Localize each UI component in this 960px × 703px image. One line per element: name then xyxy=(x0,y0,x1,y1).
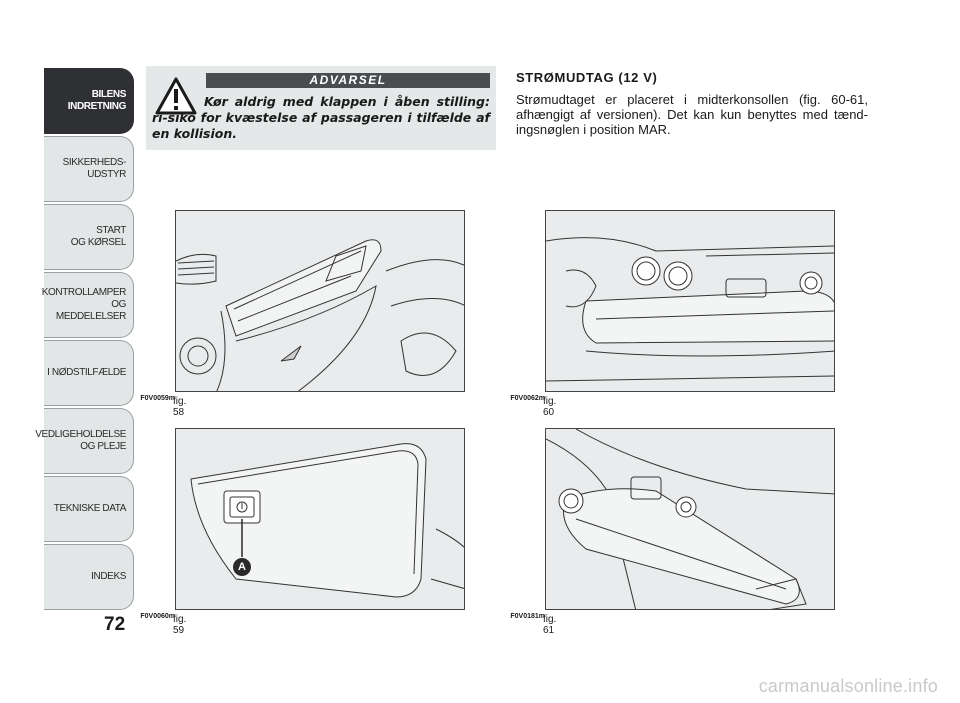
warning-title: ADVARSEL xyxy=(206,73,490,88)
tab-label: VEDLIGEHOLDELSE OG PLEJE xyxy=(35,429,126,452)
tab-label: BILENS INDRETNING xyxy=(67,89,127,112)
callout-a-label: A xyxy=(238,561,246,573)
tab-label: I NØDSTILFÆLDE xyxy=(47,367,126,378)
tab-nodstilfaelde[interactable]: I NØDSTILFÆLDE xyxy=(44,340,134,406)
figure-60-image xyxy=(545,210,835,392)
tab-label: KONTROLLAMPER OG MEDDELELSER xyxy=(41,287,127,322)
watermark: carmanualsonline.info xyxy=(758,676,938,696)
tab-vedligeholdelse[interactable]: VEDLIGEHOLDELSE OG PLEJE xyxy=(35,408,134,474)
warning-text: Kør aldrig med klappen i åben stilling: … xyxy=(152,94,490,142)
tab-label: START OG KØRSEL xyxy=(70,225,127,248)
figure-61-image xyxy=(545,428,835,610)
figure-61-code: F0V0181m xyxy=(510,613,545,620)
warning-text-content: Kør aldrig med klappen i åben stilling: … xyxy=(152,94,490,141)
figure-61-label: fig. 61 xyxy=(543,614,557,636)
page-number: 72 xyxy=(104,614,126,635)
tab-label: INDEKS xyxy=(91,571,126,582)
figure-59-label: fig. 59 xyxy=(173,614,187,636)
tab-label: SIKKERHEDS- UDSTYR xyxy=(62,157,127,180)
figure-58-code: F0V0059m xyxy=(140,395,175,402)
tab-start-og-korsel[interactable]: START OG KØRSEL xyxy=(44,204,134,270)
warning-triangle-icon xyxy=(155,77,197,115)
figure-58-image xyxy=(175,210,465,392)
warning-box: ADVARSEL Kør aldrig med klappen i åben s… xyxy=(146,66,496,150)
section-body: Strømudtaget er placeret i midterkonsoll… xyxy=(516,92,868,137)
figure-60-label: fig. 60 xyxy=(543,396,557,418)
figure-60-code: F0V0062m xyxy=(510,395,545,402)
tab-kontrollamper[interactable]: KONTROLLAMPER OG MEDDELELSER xyxy=(41,272,134,338)
tab-label: TEKNISKE DATA xyxy=(53,503,127,514)
tab-sikkerhedsudstyr[interactable]: SIKKERHEDS- UDSTYR xyxy=(44,136,134,202)
section-heading: STRØMUDTAG (12 V) xyxy=(516,70,658,85)
figure-59-image: A xyxy=(175,428,465,610)
tab-indeks[interactable]: INDEKS xyxy=(44,544,134,610)
tab-tekniske-data[interactable]: TEKNISKE DATA xyxy=(44,476,134,542)
figure-59-code: F0V0060m xyxy=(140,613,175,620)
figure-58-label: fig. 58 xyxy=(173,396,187,418)
tab-bilens-indretning[interactable]: BILENS INDRETNING xyxy=(44,68,134,134)
